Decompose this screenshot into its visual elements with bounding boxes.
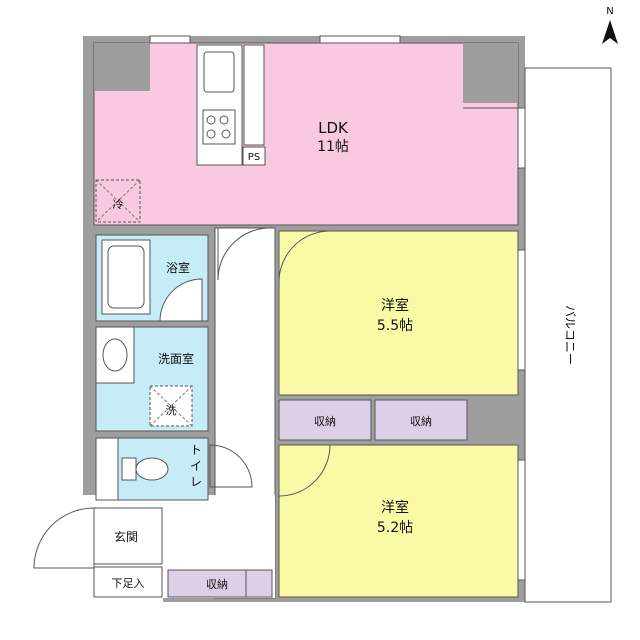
shoe-storage	[93, 566, 163, 598]
ldk-size: 11帖	[317, 139, 349, 155]
kitchen-sink	[203, 51, 235, 93]
fridge-label: 冷	[113, 198, 124, 211]
storage-right	[374, 399, 468, 441]
ps-box	[242, 146, 266, 166]
washroom-label: 洗面室	[158, 351, 194, 366]
shoe-storage-label: 下足入	[112, 577, 145, 590]
wash-basin	[95, 326, 135, 384]
western-2-size: 5.2帖	[377, 520, 413, 536]
bath-label: 浴室	[166, 260, 190, 275]
ldk-name: LDK	[318, 119, 349, 137]
western-room-2	[278, 444, 519, 598]
kitchen-stove	[202, 109, 236, 145]
room2-door-swing	[278, 444, 331, 497]
basin-bowl	[102, 338, 128, 372]
compass-label: N	[606, 6, 613, 17]
toilet-label-2: イ	[190, 459, 202, 473]
washer-label: 洗	[166, 404, 177, 417]
ldk-wall-notch-right	[463, 43, 518, 103]
western-1-size: 5.5帖	[377, 318, 413, 334]
storage-right-label: 収納	[410, 415, 432, 428]
storage-left	[278, 399, 372, 441]
western-1-name: 洋室	[381, 297, 409, 314]
burner-icon	[206, 129, 216, 139]
bathtub	[101, 239, 151, 315]
room1-door-swing	[278, 230, 331, 283]
window	[319, 35, 401, 44]
burner-icon	[206, 115, 216, 125]
toilet-door-swing	[209, 444, 253, 488]
western-2-name: 洋室	[381, 499, 409, 516]
fridge-space	[95, 179, 141, 223]
burner-icon	[219, 115, 229, 125]
western-room-1	[278, 230, 519, 396]
ps-label: PS	[248, 152, 260, 163]
bath-door-swing	[159, 278, 203, 322]
north-arrow-icon	[602, 20, 618, 44]
toilet-bowl	[135, 457, 169, 481]
bathtub-inner	[107, 245, 145, 309]
ldk-wall-notch-left	[94, 43, 150, 91]
burner-icon	[221, 129, 231, 139]
balcony	[524, 67, 612, 603]
entrance-label: 玄関	[114, 529, 138, 544]
kitchen-partition	[243, 44, 265, 146]
window	[517, 249, 526, 371]
toilet-label-3: レ	[190, 475, 202, 489]
door-swing	[217, 227, 271, 281]
window	[517, 459, 526, 581]
ldk-room	[93, 42, 519, 226]
storage-hall-label: 収納	[206, 578, 228, 591]
window	[517, 107, 526, 169]
toilet-label-1: ト	[190, 443, 202, 457]
entrance	[93, 507, 163, 565]
window	[149, 35, 191, 44]
entrance-door-swing	[33, 507, 95, 569]
toilet-tank	[121, 457, 137, 481]
balcony-label: バルコニー	[563, 305, 577, 365]
storage-left-label: 収納	[314, 415, 336, 428]
washer-space	[149, 385, 193, 427]
